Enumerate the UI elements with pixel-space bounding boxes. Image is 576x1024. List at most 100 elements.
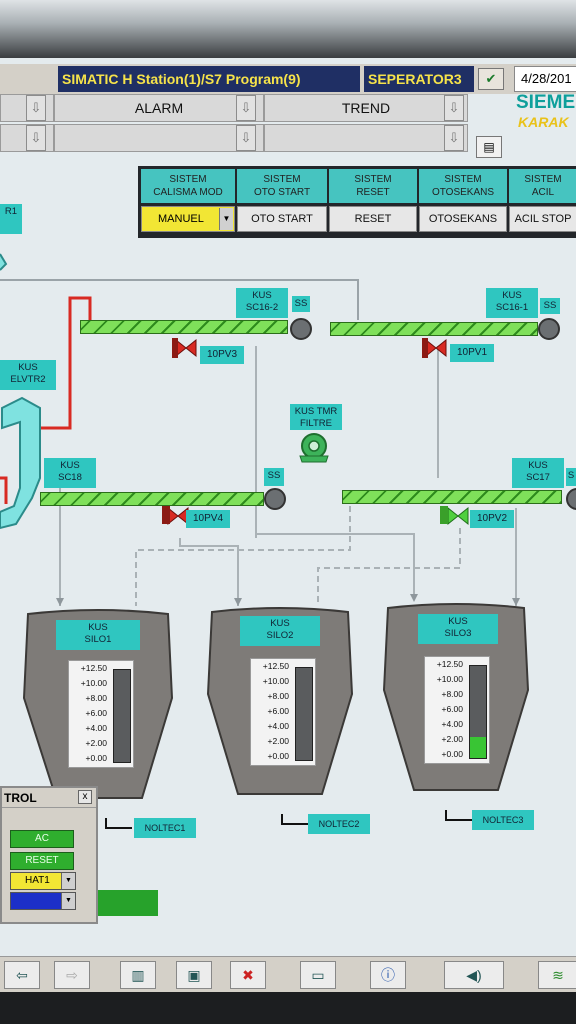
system-reset-button[interactable]: RESET: [329, 206, 417, 232]
ac-button[interactable]: AC: [10, 830, 74, 848]
gauge-tick-label: +0.00: [85, 753, 107, 763]
feed-line-top: [0, 279, 359, 320]
line-select[interactable]: HAT1▼: [10, 872, 76, 890]
gauge-tick-label: +12.50: [436, 659, 463, 669]
red-feed-left: [0, 476, 8, 504]
silo-3-level-fill: [470, 737, 486, 758]
valve-10pv2-actuator: [440, 506, 448, 524]
delete-icon[interactable]: ✖: [230, 961, 266, 989]
noltec3-button[interactable]: NOLTEC3: [472, 810, 534, 830]
silo-2-level-gauge: +12.50+10.00+8.00+6.00+4.00+2.00+0.00: [250, 658, 316, 766]
sc16-2-label: KUS SC16-2: [236, 288, 288, 318]
motor-sc18[interactable]: [264, 488, 286, 510]
blue-select[interactable]: ▼: [10, 892, 76, 910]
down-arrow-icon[interactable]: ⇩: [26, 95, 46, 121]
valve-10pv3-tag[interactable]: 10PV3: [200, 346, 244, 364]
sc16-1-label: KUS SC16-1: [486, 288, 538, 318]
gauge-tick-label: +4.00: [267, 721, 289, 731]
valve-10pv4-icon: [167, 506, 189, 526]
sc18-label: KUS SC18: [44, 458, 96, 488]
silo-2-label: KUS SILO2: [240, 616, 320, 646]
gauge-tick-label: +8.00: [267, 691, 289, 701]
motor-sc16-1[interactable]: [538, 318, 560, 340]
monitor-bezel-bottom: [0, 992, 576, 1024]
sound-icon[interactable]: ◀): [444, 961, 504, 989]
valve-10pv3-actuator: [172, 338, 178, 358]
signal-icon[interactable]: ≋: [538, 961, 576, 989]
bottom-toolbar: ⇦ ⇨ ▥ ▣ ✖ ▭ ⓘ ◀) ≋: [0, 956, 576, 992]
silo-1-label: KUS SILO1: [56, 620, 140, 650]
system-emergency-header: SISTEM ACIL: [509, 169, 576, 203]
motor-sc16-2[interactable]: [290, 318, 312, 340]
sc17-label: KUS SC17: [512, 458, 564, 488]
nav-trend[interactable]: TREND: [264, 94, 468, 122]
filter-fan-hub: [308, 440, 320, 452]
gauge-tick-label: +12.50: [262, 661, 289, 671]
popup-reset-button[interactable]: RESET: [10, 852, 74, 870]
noltec1-button[interactable]: NOLTEC1: [134, 818, 196, 838]
down-arrow-icon[interactable]: ⇩: [444, 95, 464, 121]
noltec2-button[interactable]: NOLTEC2: [308, 814, 370, 834]
back-arrow-icon[interactable]: ⇦: [4, 961, 40, 989]
nav-cell-2b[interactable]: [54, 124, 264, 152]
gauge-tick-label: +10.00: [436, 674, 463, 684]
process-lines: [0, 253, 520, 829]
gauge-tick-label: +10.00: [262, 676, 289, 686]
nav-cell-2c[interactable]: [264, 124, 468, 152]
acknowledge-button[interactable]: ✔: [478, 68, 504, 90]
dropdown-arrow-icon[interactable]: ▼: [61, 893, 75, 909]
control-popup-title: TROL: [2, 788, 96, 808]
system-autostart-header: SISTEM OTO START: [237, 169, 329, 203]
gauge-tick-label: +6.00: [267, 706, 289, 716]
auto-start-button[interactable]: OTO START: [237, 206, 327, 232]
elevator-label: KUS ELVTR2: [0, 360, 56, 390]
conveyor-sc16-1: [330, 322, 538, 336]
gauge-tick-label: +2.00: [85, 738, 107, 748]
valve-10pv1-actuator: [422, 338, 428, 358]
info-icon[interactable]: ⓘ: [370, 961, 406, 989]
dropdown-arrow-icon[interactable]: ▼: [219, 208, 233, 230]
emergency-stop-button[interactable]: ACIL STOP: [509, 206, 576, 232]
report-button[interactable]: ▤: [476, 136, 502, 158]
valve-10pv1-tag[interactable]: 10PV1: [450, 344, 494, 362]
dashed-line-1: [135, 506, 351, 606]
system-autosequence-header: SISTEM OTOSEKANS: [419, 169, 509, 203]
partial-left-tag: R1: [0, 204, 22, 234]
valve-10pv2-tag[interactable]: 10PV2: [470, 510, 514, 528]
auto-sequence-button[interactable]: OTOSEKANS: [419, 206, 507, 232]
forward-arrow-icon[interactable]: ⇨: [54, 961, 90, 989]
title-bar: SIMATIC H Station(1)/S7 Program(9) SEPER…: [0, 64, 576, 94]
valve-10pv1-icon: [425, 338, 447, 358]
nav-row-1: ⇩ ALARM ⇩ TREND ⇩: [0, 94, 470, 122]
valve-10pv2-icon: [447, 506, 469, 526]
filter-fan-base: [299, 455, 329, 463]
silo-1-level-bar: [113, 669, 131, 763]
down-arrow-icon[interactable]: ⇩: [444, 125, 464, 151]
valve-10pv4-tag[interactable]: 10PV4: [186, 510, 230, 528]
system-mode-select[interactable]: MANUEL▼: [141, 206, 235, 232]
valve-10pv4-actuator: [162, 506, 170, 524]
brand-sub-logo: KARAK: [518, 114, 569, 130]
close-icon[interactable]: x: [78, 790, 92, 804]
down-arrow-icon[interactable]: ⇩: [236, 125, 256, 151]
system-mode-header: SISTEM CALISMA MOD: [141, 169, 237, 203]
silo-3-level-bar: [469, 665, 487, 759]
control-popup: TROL x AC RESET HAT1▼ ▼: [0, 786, 98, 924]
down-arrow-icon[interactable]: ⇩: [236, 95, 256, 121]
dropdown-arrow-icon[interactable]: ▼: [61, 873, 75, 889]
conveyor-sc18: [40, 492, 264, 506]
gauge-tick-label: +8.00: [85, 693, 107, 703]
save-icon[interactable]: ▣: [176, 961, 212, 989]
status-green-bar: [98, 890, 158, 916]
down-arrow-icon[interactable]: ⇩: [26, 125, 46, 151]
nav-row-2: ⇩ ⇩ ⇩: [0, 124, 470, 152]
station-title: SIMATIC H Station(1)/S7 Program(9): [58, 66, 360, 92]
folder-icon[interactable]: ▥: [120, 961, 156, 989]
silo-2-level-bar: [295, 667, 313, 761]
monitor-icon[interactable]: ▭: [300, 961, 336, 989]
red-feed-line: [36, 296, 92, 430]
gauge-tick-label: +8.00: [441, 689, 463, 699]
noltec2-connector: [281, 814, 308, 825]
system-mode-column: SISTEM CALISMA MOD MANUEL▼: [141, 169, 237, 235]
nav-alarm[interactable]: ALARM: [54, 94, 264, 122]
